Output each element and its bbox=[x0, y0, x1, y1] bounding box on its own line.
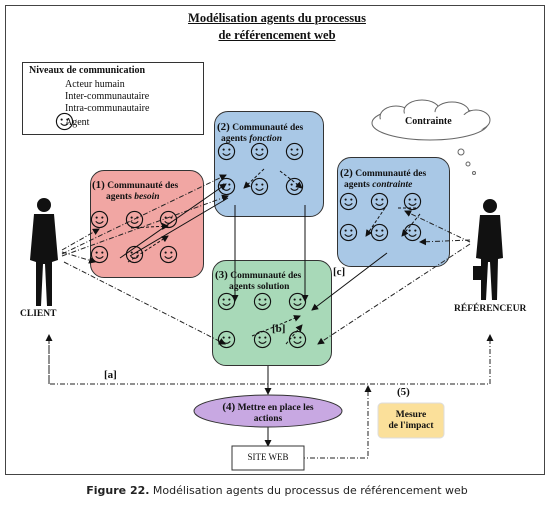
legend-agent-icon bbox=[55, 112, 74, 131]
agent-smiley-icon bbox=[339, 223, 358, 242]
legend-box: Niveaux de communication Acteur humain I… bbox=[22, 62, 204, 135]
label-solution: (3) Communauté des agents solution bbox=[215, 269, 302, 293]
diagram-title: Modélisation agents du processus de réfé… bbox=[188, 11, 366, 42]
mesure-label: Mesure de l'impact bbox=[388, 410, 434, 431]
agent-smiley-icon bbox=[285, 177, 304, 196]
agent-smiley-icon bbox=[217, 142, 236, 161]
community-contrainte-box bbox=[337, 157, 450, 267]
agent-smiley-icon bbox=[288, 330, 307, 349]
site-web-box bbox=[231, 445, 305, 471]
agent-smiley-icon bbox=[159, 245, 178, 264]
legend-item-inter: Inter-communautaire bbox=[65, 91, 150, 102]
community-fonction-box bbox=[214, 111, 324, 217]
referenceur-label: RÉFÉRENCEUR bbox=[454, 304, 527, 314]
cloud-label: Contrainte bbox=[405, 116, 452, 127]
agent-smiley-icon bbox=[90, 245, 109, 264]
agent-smiley-icon bbox=[370, 223, 389, 242]
actions-label: (4) Mettre en place les actions bbox=[222, 401, 314, 425]
community-solution-box bbox=[212, 260, 332, 366]
figure-caption: Figure 22. Modélisation agents du proces… bbox=[86, 484, 468, 497]
client-label: CLIENT bbox=[20, 309, 57, 319]
agent-smiley-icon bbox=[339, 192, 358, 211]
constraint-cloud bbox=[371, 99, 491, 175]
agent-smiley-icon bbox=[253, 330, 272, 349]
site-web-label: SITE WEB bbox=[247, 452, 289, 462]
agent-smiley-icon bbox=[253, 292, 272, 311]
agent-smiley-icon bbox=[370, 192, 389, 211]
agent-smiley-icon bbox=[250, 142, 269, 161]
marker-a: [a] bbox=[104, 369, 117, 381]
agent-smiley-icon bbox=[125, 245, 144, 264]
agent-smiley-icon bbox=[250, 177, 269, 196]
referenceur-figure bbox=[473, 199, 503, 300]
agent-smiley-icon bbox=[217, 177, 236, 196]
legend-title: Niveaux de communication bbox=[29, 65, 146, 76]
label-fonction: (2) Communauté des agents fonction bbox=[217, 121, 304, 145]
client-figure bbox=[30, 198, 58, 306]
mesure-box bbox=[377, 402, 445, 439]
agent-smiley-icon bbox=[217, 292, 236, 311]
label-contrainte: (2) Communauté des agents contrainte bbox=[340, 167, 427, 191]
label-besoin: (1) Communauté des agents besoin bbox=[92, 179, 179, 203]
legend-item-agent: Agent bbox=[65, 117, 90, 128]
agent-smiley-icon bbox=[217, 330, 236, 349]
agent-smiley-icon bbox=[403, 192, 422, 211]
legend-item-intra: Intra-communautaire bbox=[65, 103, 150, 114]
agent-smiley-icon bbox=[285, 142, 304, 161]
agent-smiley-icon bbox=[90, 210, 109, 229]
agent-smiley-icon bbox=[125, 210, 144, 229]
agent-smiley-icon bbox=[288, 292, 307, 311]
marker-c: [c] bbox=[333, 266, 346, 278]
marker-b: [b] bbox=[272, 323, 286, 335]
agent-smiley-icon bbox=[403, 223, 422, 242]
actions-ellipse bbox=[193, 394, 343, 428]
agent-smiley-icon bbox=[159, 210, 178, 229]
legend-item-acteur-humain: Acteur humain bbox=[65, 79, 125, 90]
mesure-num: (5) bbox=[397, 386, 410, 398]
